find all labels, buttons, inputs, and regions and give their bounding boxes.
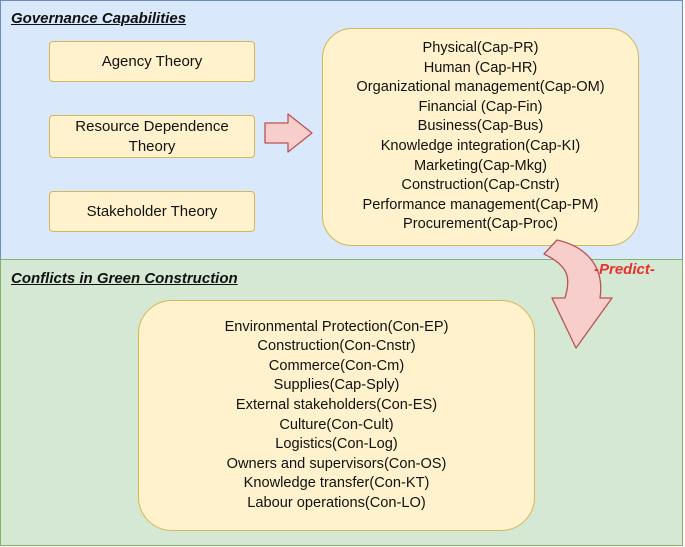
theory-label: Stakeholder Theory [86, 202, 218, 220]
capability-item: Marketing(Cap-Mkg) [413, 157, 547, 174]
theory-box-resource-dependence: Resource Dependence Theory [49, 115, 255, 158]
conflict-item: Labour operations(Con-LO) [247, 494, 426, 511]
conflicts-list-box: Environmental Protection(Con-EP) Construc… [138, 300, 535, 531]
predict-label: -Predict- [594, 261, 655, 278]
conflicts-list: Environmental Protection(Con-EP) Construc… [225, 318, 449, 514]
capability-item: Business(Cap-Bus) [417, 118, 544, 135]
predict-arrow-icon [543, 239, 613, 349]
conflict-item: Supplies(Cap-Sply) [273, 377, 400, 394]
capability-item: Human (Cap-HR) [423, 59, 538, 76]
conflict-item: Commerce(Con-Cm) [268, 357, 405, 374]
theory-label: Agency Theory [101, 52, 203, 70]
right-arrow-icon [264, 113, 313, 153]
capability-item: Physical(Cap-PR) [422, 40, 539, 57]
capability-item: Construction(Cap-Cnstr) [401, 177, 560, 194]
conflicts-title: Conflicts in Green Construction [11, 270, 238, 287]
conflict-item: Construction(Con-Cnstr) [257, 338, 416, 355]
capability-item: Procurement(Cap-Proc) [403, 216, 558, 233]
conflict-item: Knowledge transfer(Con-KT) [243, 475, 430, 492]
theory-label: Resource Dependence Theory [75, 117, 229, 155]
conflict-item: Culture(Con-Cult) [279, 416, 394, 433]
capability-item: Performance management(Cap-PM) [362, 196, 599, 213]
theory-box-agency: Agency Theory [49, 41, 255, 82]
capabilities-list: Physical(Cap-PR) Human (Cap-HR) Organizati… [356, 39, 604, 235]
capabilities-list-box: Physical(Cap-PR) Human (Cap-HR) Organizati… [322, 28, 639, 246]
capability-item: Financial (Cap-Fin) [418, 98, 543, 115]
theory-box-stakeholder: Stakeholder Theory [49, 191, 255, 232]
conflict-item: Environmental Protection(Con-EP) [224, 318, 449, 335]
conflict-item: Logistics(Con-Log) [275, 436, 398, 453]
capability-item: Organizational management(Cap-OM) [356, 79, 605, 96]
conflict-item: Owners and supervisors(Con-OS) [226, 455, 447, 472]
governance-capabilities-title: Governance Capabilities [11, 10, 187, 27]
conflict-item: External stakeholders(Con-ES) [235, 396, 438, 413]
capability-item: Knowledge integration(Cap-KI) [380, 138, 581, 154]
